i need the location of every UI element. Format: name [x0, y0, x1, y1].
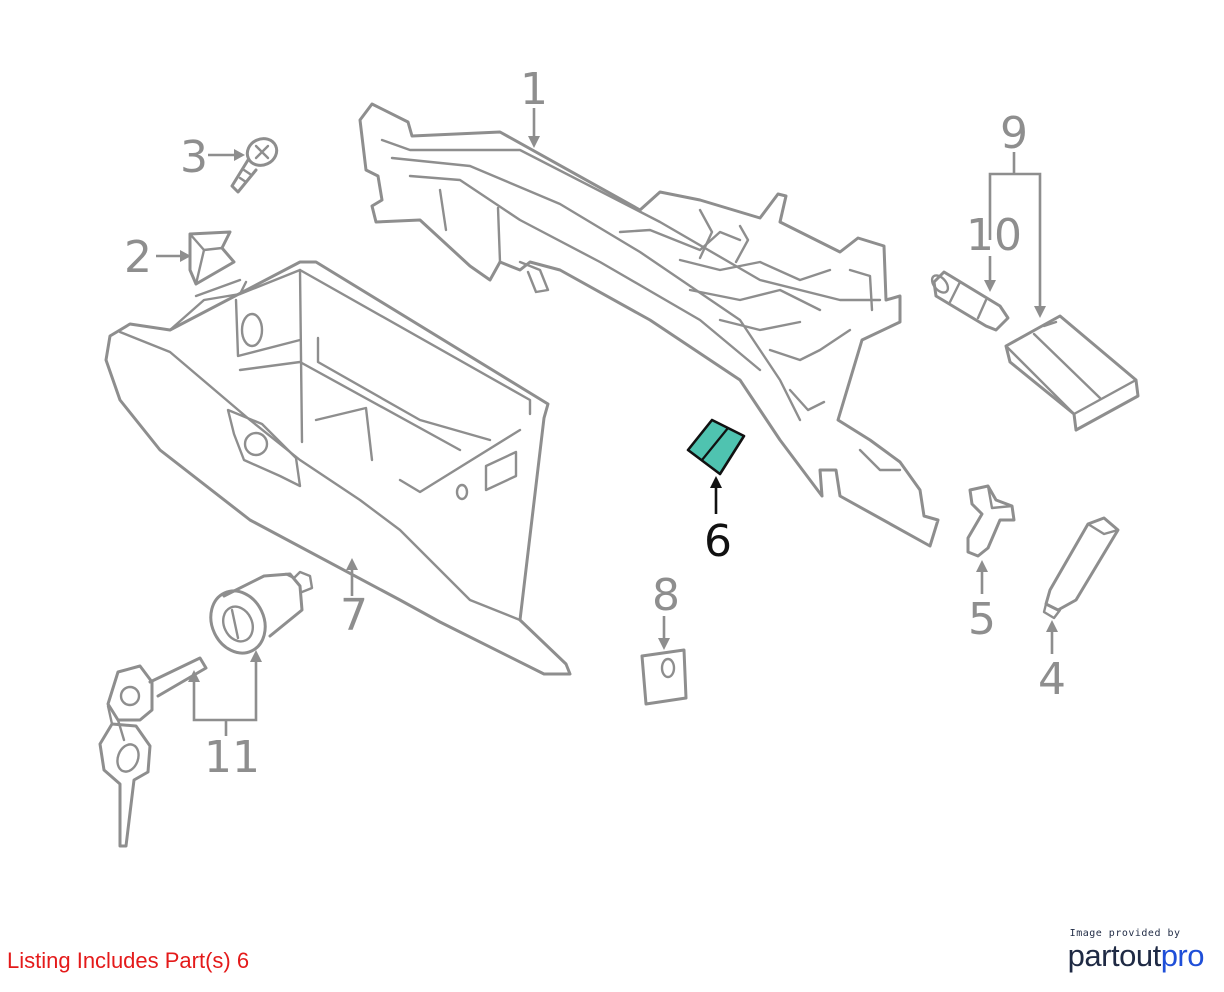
- arrow-10: [984, 280, 996, 292]
- part-4-rod: [1042, 516, 1120, 620]
- callout-11: 11: [204, 732, 260, 783]
- arrow-5: [976, 560, 988, 572]
- callout-10: 10: [966, 210, 1022, 261]
- arrow-6: [710, 476, 722, 488]
- arrow-4: [1046, 620, 1058, 632]
- arrow-11a: [188, 670, 200, 682]
- part-11-lock-and-keys: [98, 570, 314, 848]
- arrow-11b: [250, 650, 262, 662]
- callout-9: 9: [1000, 108, 1028, 159]
- partoutpro-logo: Image provided by partoutpro: [1067, 928, 1205, 973]
- part-6-pad-highlighted: [686, 418, 746, 476]
- callout-1: 1: [520, 64, 548, 115]
- arrow-9: [1034, 306, 1046, 318]
- part-1-housing: [358, 102, 940, 548]
- arrow-8: [658, 638, 670, 650]
- part-9-damper: [1004, 314, 1140, 432]
- part-5-bracket: [966, 484, 1016, 558]
- callout-3: 3: [180, 132, 208, 183]
- callout-2: 2: [124, 232, 152, 283]
- arrow-7: [346, 558, 358, 570]
- listing-includes-text: Listing Includes Part(s) 6: [7, 948, 250, 973]
- callout-5: 5: [968, 594, 996, 645]
- logo-wordmark: partoutpro: [1067, 938, 1205, 973]
- part-10-pin: [930, 270, 1010, 332]
- part-3-screw: [230, 137, 279, 194]
- callout-8: 8: [652, 570, 680, 621]
- part-2-clip: [188, 230, 236, 286]
- logo-word-accent: pro: [1160, 938, 1205, 973]
- arrow-2: [180, 250, 191, 262]
- logo-word-part: partout: [1067, 938, 1162, 973]
- arrow-3: [234, 149, 245, 161]
- callout-4: 4: [1038, 654, 1066, 705]
- callout-6: 6: [704, 516, 732, 567]
- part-7-glove-box: [104, 260, 572, 676]
- logo-caption: Image provided by: [1069, 928, 1181, 939]
- callout-7: 7: [340, 590, 368, 641]
- arrow-1: [528, 136, 540, 148]
- part-8-pad: [640, 648, 688, 706]
